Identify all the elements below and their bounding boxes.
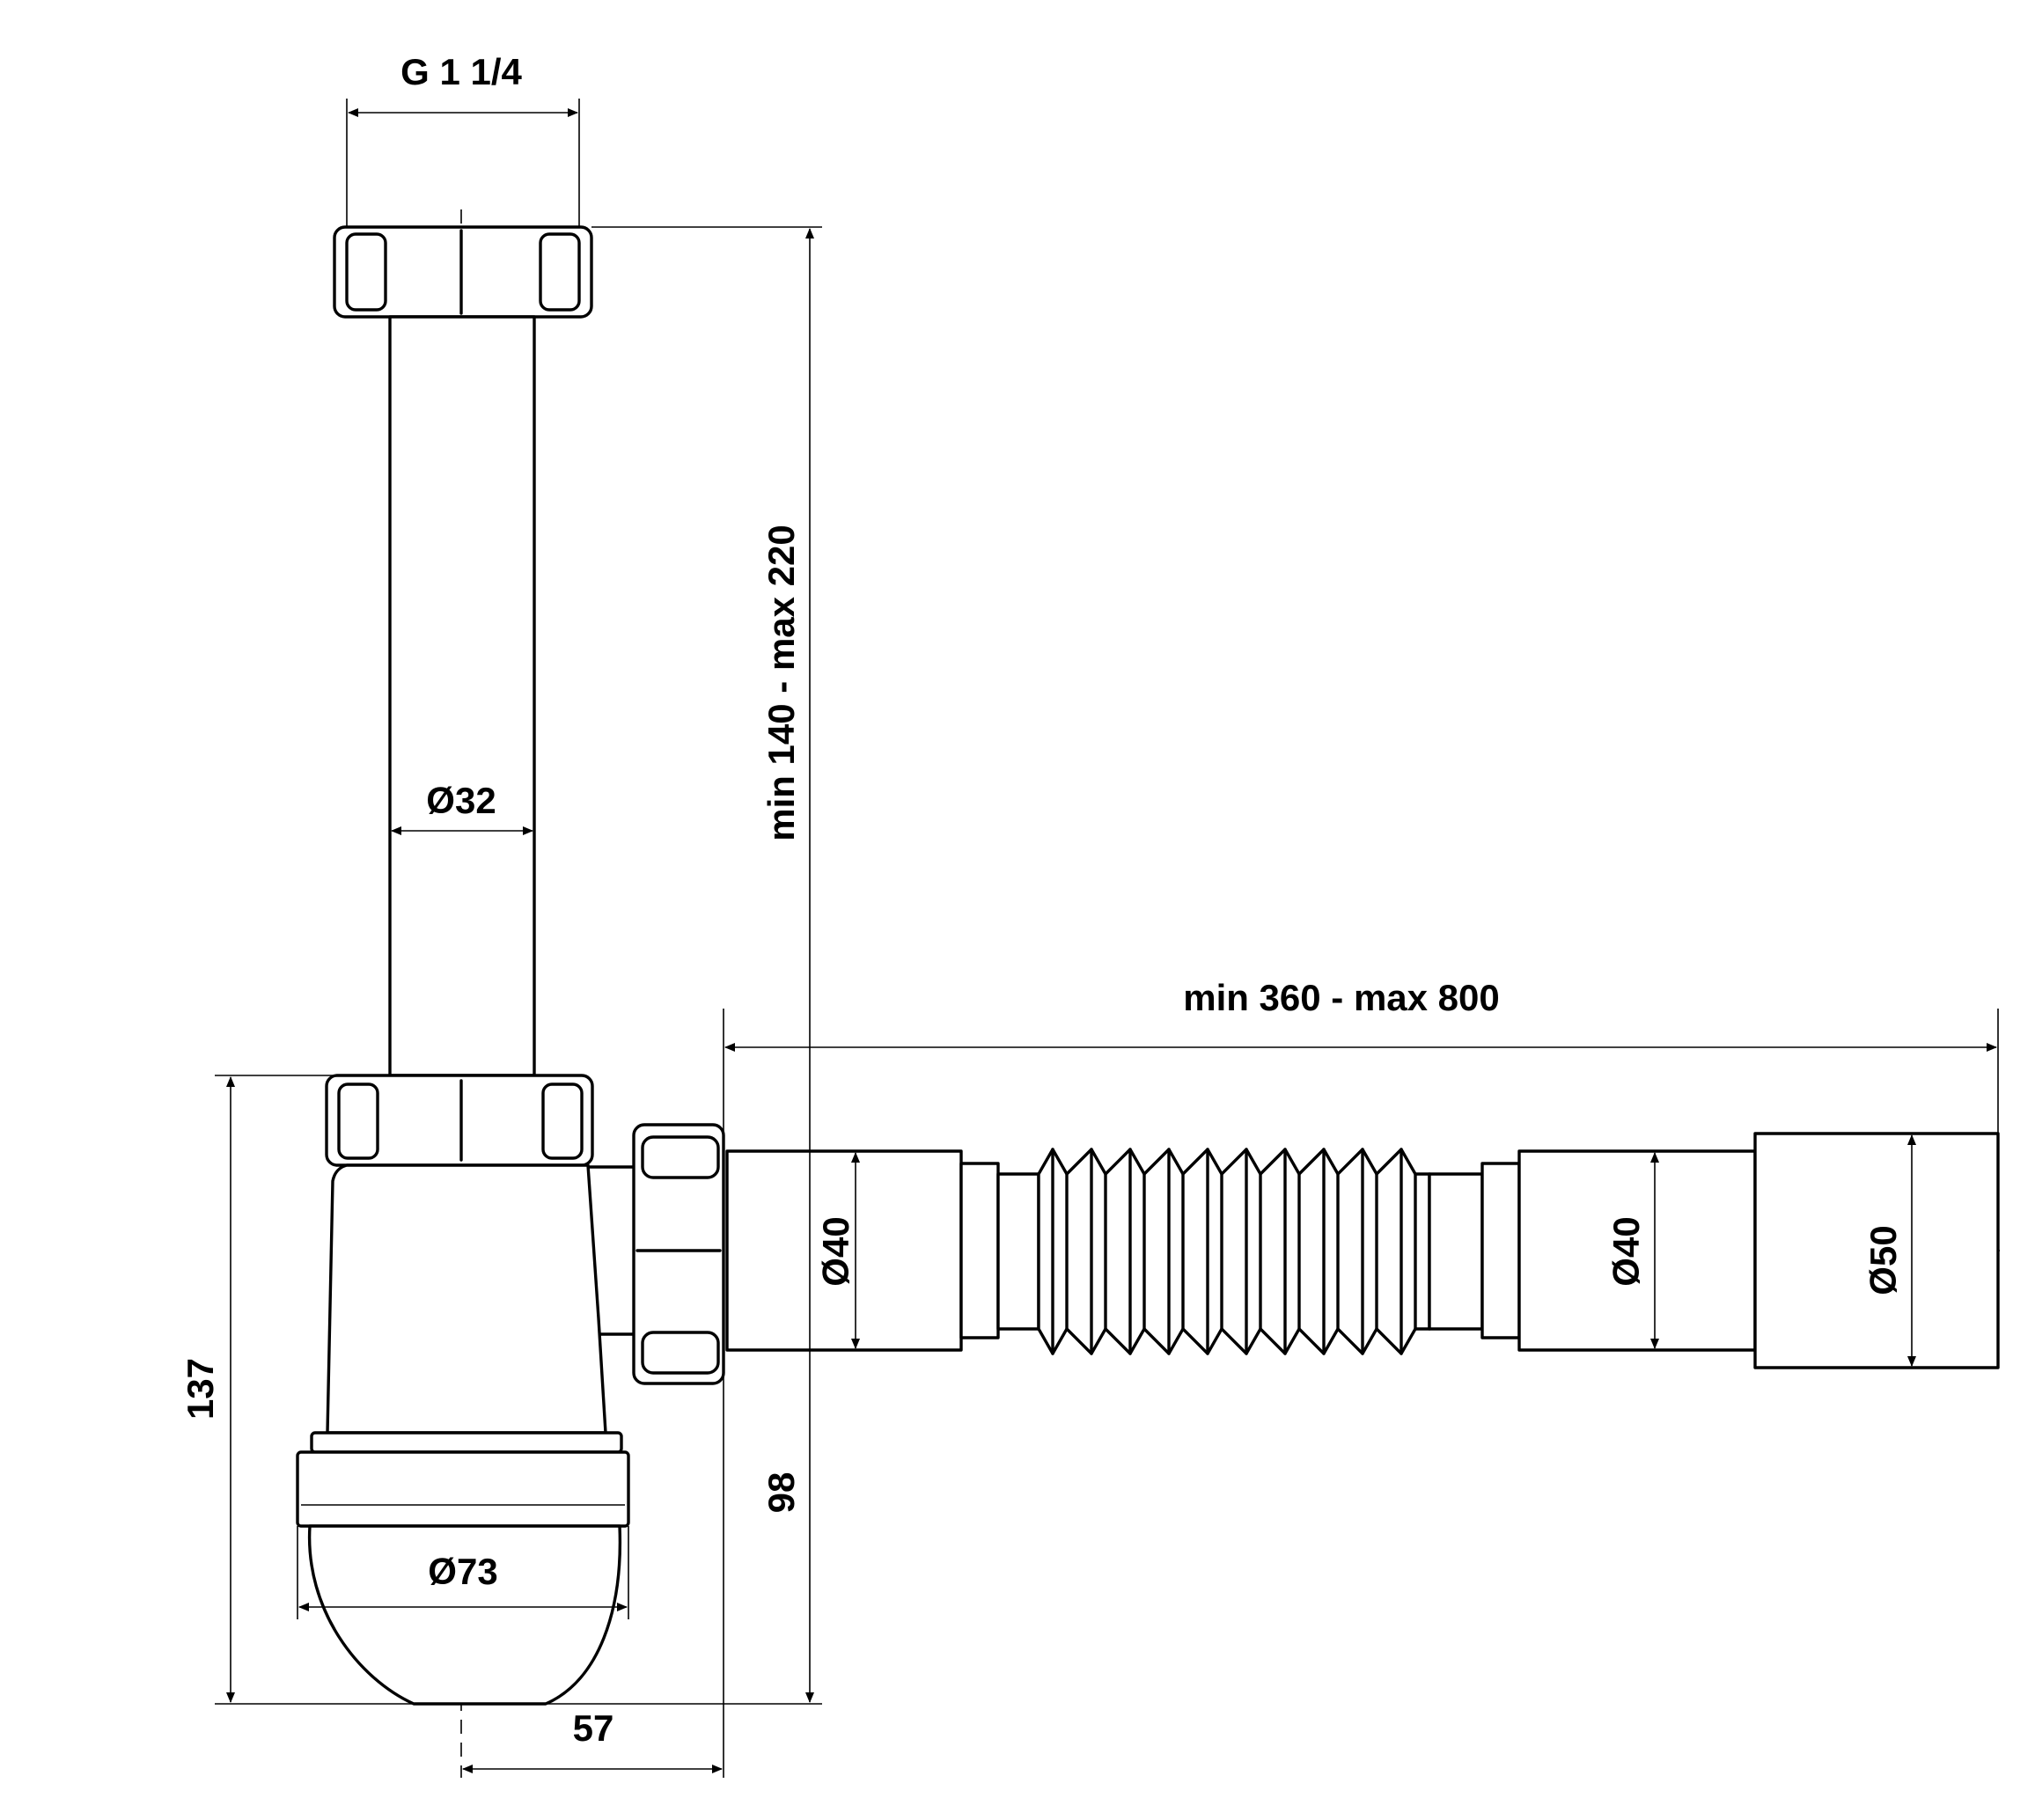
vertical-adjust-label: min 140 - max 220: [760, 525, 802, 841]
overall-height-label: 137: [180, 1358, 221, 1420]
corrugated-start-collar: [996, 1172, 1040, 1331]
bottle-body: [326, 1163, 607, 1435]
end-diameter-label: Ø50: [1862, 1225, 1904, 1295]
top-nut: [333, 225, 593, 319]
tube-diameter-label: Ø32: [426, 780, 496, 821]
extension-pipe-step: [1480, 1162, 1521, 1339]
horizontal-adjust-label: min 360 - max 800: [1183, 977, 1500, 1018]
nut-thread-label: G 1 1/4: [400, 51, 522, 92]
outlet-height-label: 98: [760, 1472, 802, 1514]
bottle-collar: [296, 1450, 630, 1528]
corrugated-end-collar: [1428, 1172, 1484, 1331]
corrugated-hose: [1037, 1148, 1431, 1355]
middle-nut: [325, 1074, 594, 1167]
extension-lines: [215, 99, 1999, 1778]
outlet-diameter-label: Ø40: [815, 1216, 856, 1286]
vertical-tube: [388, 315, 536, 1077]
outlet-nut: [632, 1123, 725, 1385]
end-sleeve: [1753, 1132, 2000, 1369]
extension-pipe: [1517, 1149, 1757, 1352]
outlet-pipe-step: [959, 1162, 1000, 1339]
bottle-rim: [310, 1431, 623, 1454]
bowl-diameter-label: Ø73: [428, 1551, 497, 1592]
outlet-offset-label: 57: [573, 1707, 614, 1749]
extension-diameter-label: Ø40: [1605, 1216, 1647, 1286]
